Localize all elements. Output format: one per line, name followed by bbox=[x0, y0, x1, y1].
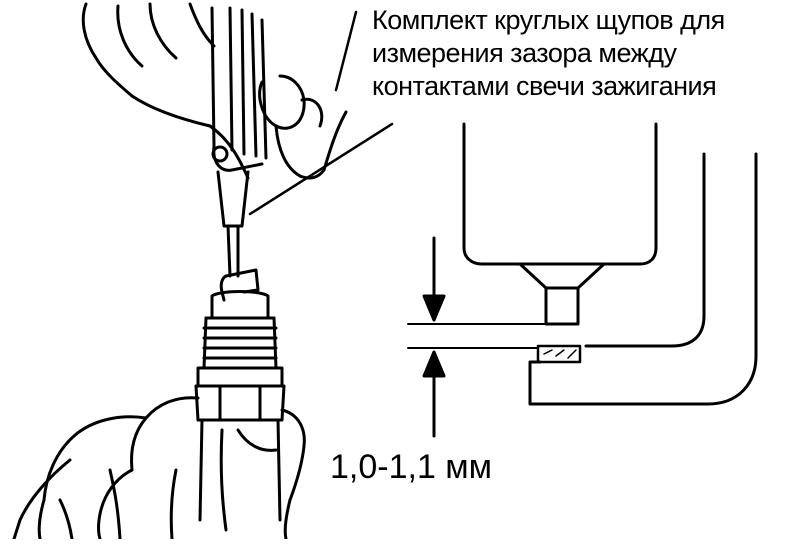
gap-dimension-label: 1,0-1,1 мм bbox=[330, 448, 493, 486]
callout-line-1: Комплект круглых щупов для bbox=[372, 5, 725, 35]
callout-leader-line bbox=[248, 122, 394, 216]
lower-hand-illustration bbox=[12, 396, 306, 541]
insulator-body bbox=[462, 122, 658, 290]
callout-leader-line-upper bbox=[334, 10, 358, 92]
spark-plug-illustration bbox=[194, 268, 286, 532]
gap-dimension-lines bbox=[407, 236, 547, 438]
callout-line-3: контактами свечи зажигания bbox=[372, 71, 717, 101]
feeler-gauge-callout: Комплект круглых щупов для измерения заз… bbox=[372, 4, 792, 103]
callout-line-2: измерения зазора между bbox=[372, 38, 677, 68]
center-electrode bbox=[544, 286, 580, 326]
feeler-gauge-handle bbox=[210, 6, 268, 278]
ground-electrode bbox=[528, 152, 758, 406]
